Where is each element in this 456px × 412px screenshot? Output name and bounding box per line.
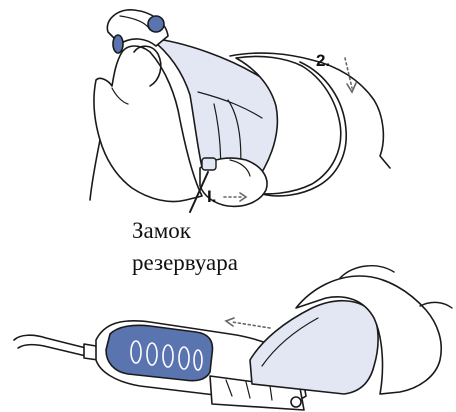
left-hand-wrist <box>90 140 100 200</box>
reservoir-slide <box>250 301 378 394</box>
handle-grip-blue <box>106 325 212 380</box>
top-illustration <box>90 10 390 212</box>
bottom-illustration <box>14 266 452 410</box>
reservoir-lock <box>202 158 216 170</box>
handle-base-knob <box>291 397 301 407</box>
step-1-label: I. <box>207 188 216 206</box>
handle-head-dot-left <box>113 35 123 53</box>
dotted-arrow-left-icon <box>226 318 270 328</box>
dotted-arrow-down-icon <box>345 58 356 92</box>
step-2-label: 2. <box>316 52 330 70</box>
nozzle-tip <box>14 335 86 356</box>
lock-label-line1: Замок <box>132 218 191 244</box>
lock-label-line2: резервуара <box>132 250 238 276</box>
